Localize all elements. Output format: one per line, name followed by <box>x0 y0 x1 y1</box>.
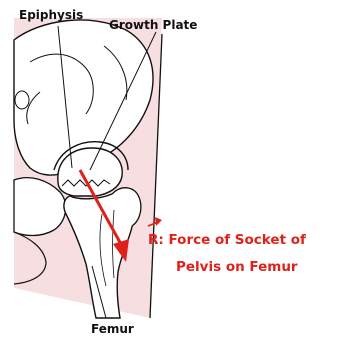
pelvis-foramen <box>15 91 29 109</box>
label-force-line2: Pelvis on Femur <box>176 261 298 275</box>
label-epiphysis: Epiphysis <box>19 9 83 21</box>
label-force-line1: R: Force of Socket of <box>148 234 306 248</box>
label-pointer-head <box>155 217 162 226</box>
label-femur: Femur <box>91 323 134 335</box>
label-growth-plate: Growth Plate <box>109 19 197 31</box>
